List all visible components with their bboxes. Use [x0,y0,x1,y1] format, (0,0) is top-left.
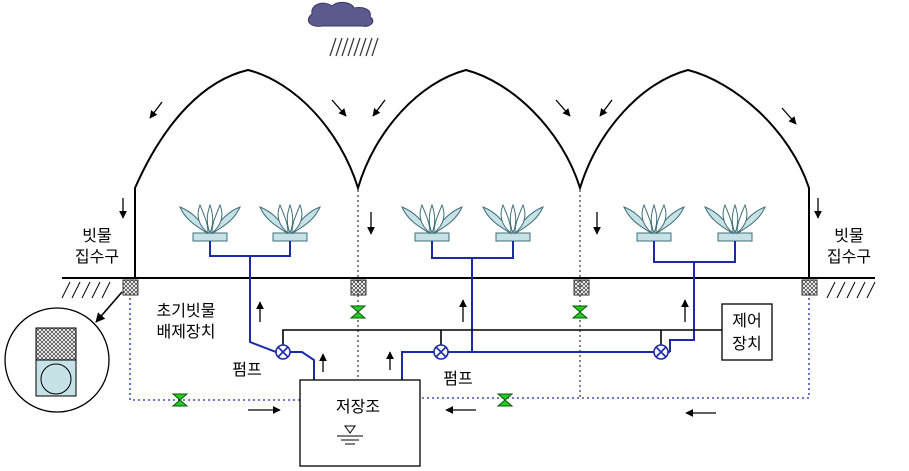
rain-streaks-icon [329,37,379,57]
plant-icon [259,204,321,242]
plant-icon [704,204,766,242]
plant-icon [179,204,241,242]
plant-icon [623,204,685,242]
pump-left-label: 펌프 [232,360,261,379]
first-flush-device-label: 초기빗물 [157,301,216,320]
plant-icon [482,204,544,242]
mesh-filter-icon [122,279,139,296]
roof-flow-arrows [119,99,822,417]
rain-cloud-icon [307,1,374,27]
pump-icon [653,344,669,360]
filter-detail-ball [40,363,72,395]
detail-pointer [95,291,123,323]
mesh-filter-icon [801,279,818,296]
valve-icon [350,305,366,319]
storage-tank [299,379,421,467]
pump-icon [433,344,449,360]
plant-icon [401,204,463,242]
ground-hatch-left [61,281,111,299]
pump-icon [275,344,291,360]
mesh-filter-icon [350,279,367,296]
ground-hatch-right [826,281,876,299]
control-unit-label: 장치 [732,334,761,353]
rain-collector-right-label: 집수구 [827,247,871,266]
greenhouse-roof [134,68,810,278]
rain-collector-right-label: 빗물 [834,226,863,245]
control-unit-label: 제어 [732,311,761,330]
first-flush-device-label: 배제장치 [157,322,216,341]
control-unit-box [721,303,773,361]
mesh-filter-icon [573,279,590,296]
storage-tank-label: 저장조 [336,397,380,416]
rain-collector-left-label: 빗물 [82,226,111,245]
pump-right-label: 펌프 [443,369,472,388]
irrigation-pipes [209,241,736,448]
collection-lines [129,293,810,401]
valve-icon [572,305,588,319]
filter-detail-mesh [35,327,77,361]
water-level-icon [337,425,363,445]
rain-collector-left-label: 집수구 [75,247,119,266]
valve-icon [497,393,513,407]
